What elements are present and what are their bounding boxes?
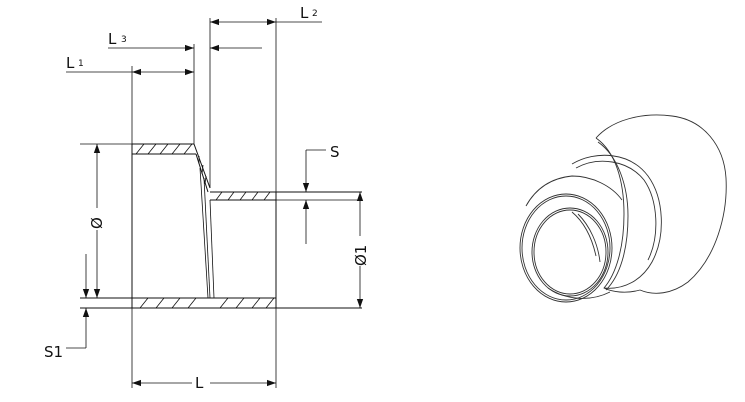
dim-label-l: L [195,374,204,392]
large-cylinder-rim-inner [597,141,629,291]
small-cylinder-top [525,175,623,207]
dim-label-l1-subscript: 1 [78,59,84,69]
large-cylinder-outline [595,114,727,294]
dim-label-l2: L [300,4,309,22]
front-opening-inner-edge [533,209,607,295]
dim-label-l3-subscript: 3 [121,35,127,45]
dimension-l1: L 1 [66,54,194,76]
inner-bore-line [571,211,597,257]
dim-label-l2-subscript: 2 [312,9,318,19]
dim-label-l1: L [66,54,75,72]
front-opening-inner [531,207,609,297]
dim-label-s1: S1 [44,343,63,361]
reducer-outline [80,143,362,309]
dimension-d1: Ø1 [352,192,370,308]
isometric-view [519,114,727,303]
dimension-l: L [132,373,276,392]
section-hatching [135,143,275,309]
dim-label-d: Ø [88,217,106,229]
shoulder-inner [575,160,657,261]
section-view: L 1 L 3 L 2 L S [44,4,370,392]
dim-label-l3: L [108,30,117,48]
extension-lines [80,18,362,388]
front-opening-outer [519,193,613,303]
dimension-d: Ø [88,144,106,298]
large-cylinder-rim [595,137,641,293]
dimension-l2: L 2 [210,4,322,26]
inner-bore-line-2 [577,213,601,263]
dimension-s: S [302,143,340,244]
dimension-s1: S1 [44,254,90,361]
front-opening-outer-edge [521,195,611,301]
dim-label-s: S [330,143,340,161]
dim-label-d1: Ø1 [352,245,370,266]
dimension-l3: L 3 [108,30,262,52]
shoulder-outline [571,154,662,289]
